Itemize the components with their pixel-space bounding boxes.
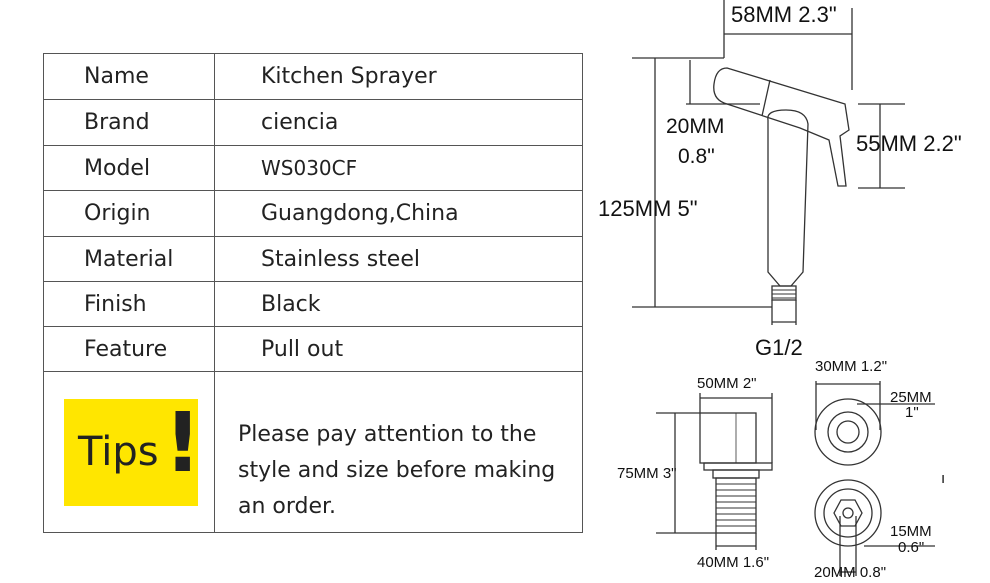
spec-row-model: Model WS030CF bbox=[44, 146, 582, 191]
dim-holder-top-width: 50MM 2" bbox=[697, 375, 757, 392]
dim-holder-height: 75MM 3" bbox=[617, 465, 677, 482]
holder-stem-threads bbox=[716, 483, 756, 527]
sprayer-handle-outline bbox=[767, 109, 809, 287]
spec-value: ciencia bbox=[261, 110, 339, 135]
spec-row-origin: Origin Guangdong,China bbox=[44, 191, 582, 237]
ring-top-outer bbox=[814, 398, 882, 466]
spec-value: Pull out bbox=[261, 336, 344, 362]
dim-sprayer-head-height: 55MM 2.2" bbox=[856, 131, 962, 156]
spec-value: Guangdong,China bbox=[261, 201, 459, 226]
dim-ring-nut-mm: 15MM bbox=[890, 523, 932, 540]
ring-bottom-nut bbox=[833, 499, 863, 527]
spec-value: Kitchen Sprayer bbox=[261, 64, 437, 89]
spec-row-feature: Feature Pull out bbox=[44, 327, 582, 372]
sprayer-thread bbox=[771, 285, 797, 301]
dim-sprayer-thread: G1/2 bbox=[755, 335, 803, 360]
tips-note: Please pay attention to the style and si… bbox=[238, 422, 556, 519]
spec-value: Black bbox=[261, 291, 321, 317]
spec-row-brand: Brand ciencia bbox=[44, 100, 582, 146]
spec-label: Model bbox=[44, 146, 215, 190]
sprayer-thread-lines bbox=[772, 289, 796, 299]
dim-sprayer-total-length: 125MM 5" bbox=[598, 196, 698, 221]
spec-label: Origin bbox=[44, 191, 215, 236]
ring-bottom-mid bbox=[823, 488, 873, 538]
tips-row: Tips ! Please pay attention to the style… bbox=[44, 372, 582, 533]
holder-nut bbox=[712, 469, 760, 479]
ring-top-mid bbox=[827, 411, 869, 453]
spec-row-name: Name Kitchen Sprayer bbox=[44, 54, 582, 100]
sprayer-head-seam bbox=[761, 79, 771, 117]
dim-ring-inner-top-mm: 25MM bbox=[890, 389, 932, 406]
holder-flange bbox=[703, 462, 773, 471]
dim-sprayer-head-thickness-in: 0.8" bbox=[678, 145, 715, 168]
spec-row-material: Material Stainless steel bbox=[44, 237, 582, 282]
tips-badge: Tips ! bbox=[64, 396, 202, 506]
dim-ring-outer-top: 30MM 1.2" bbox=[815, 358, 888, 375]
spec-table: Name Kitchen Sprayer Brand ciencia Model… bbox=[43, 53, 583, 533]
dim-holder-base-width: 40MM 1.6" bbox=[697, 554, 770, 571]
tips-cell: Tips ! bbox=[44, 372, 215, 533]
spec-label: Finish bbox=[44, 282, 215, 326]
ring-bottom-outer bbox=[814, 479, 882, 547]
ring-bottom-hole bbox=[842, 507, 854, 519]
dim-ring-inner-top-in: 1" bbox=[905, 404, 919, 421]
tips-badge-text: Tips bbox=[78, 429, 159, 475]
spec-label: Brand bbox=[44, 100, 215, 145]
spec-label: Feature bbox=[44, 327, 215, 371]
spec-row-finish: Finish Black bbox=[44, 282, 582, 327]
dim-sprayer-head-thickness-mm: 20MM bbox=[666, 115, 725, 138]
spec-label: Name bbox=[44, 54, 215, 99]
stray-mark: ı bbox=[941, 470, 946, 487]
spec-value: Stainless steel bbox=[261, 246, 420, 272]
dim-sprayer-top-width: 58MM 2.3" bbox=[731, 2, 837, 27]
holder-stem bbox=[715, 477, 757, 534]
dim-ring-nut-in: 0.6" bbox=[898, 539, 925, 556]
exclamation-icon: ! bbox=[164, 396, 202, 491]
ring-top-inner bbox=[836, 420, 860, 444]
spec-label: Material bbox=[44, 237, 215, 281]
spec-value: WS030CF bbox=[261, 156, 358, 180]
holder-cap bbox=[699, 412, 757, 464]
dim-ring-outer-bottom: 20MM 0.8" bbox=[814, 564, 887, 581]
sprayer-head-outline bbox=[713, 67, 850, 187]
